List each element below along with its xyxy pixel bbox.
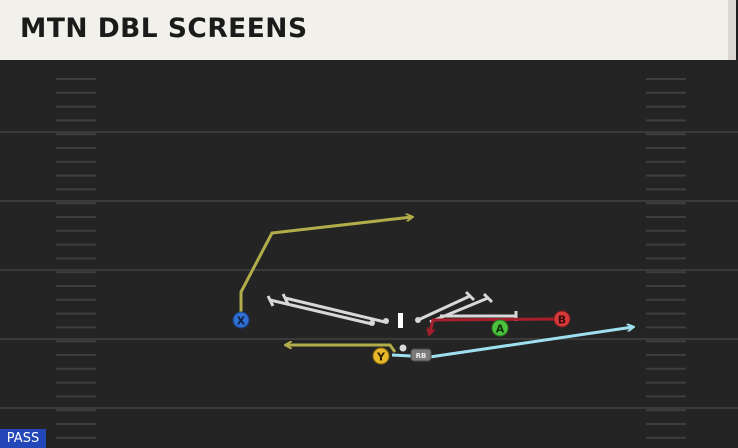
blocking-lines (266, 290, 518, 326)
player-y-label: Y (376, 351, 386, 364)
title-bar: MTN DBL SCREENS (0, 0, 736, 60)
block-path-left-tackle (269, 298, 373, 326)
play-type-badge: PASS (0, 429, 46, 448)
lineman-marker (383, 318, 389, 324)
lineman-marker (369, 320, 375, 326)
player-x-label: X (237, 315, 246, 328)
center-marker (398, 313, 403, 328)
hash-marks (56, 78, 686, 439)
route-x (239, 217, 412, 318)
play-field: X Y A B RB (0, 62, 738, 448)
lineman-marker (415, 317, 421, 323)
play-diagram: X Y A B RB (0, 78, 738, 439)
player-b: B (553, 310, 571, 328)
player-rb: RB (410, 348, 432, 362)
block-cap (266, 295, 275, 307)
block-path-right-2 (429, 296, 489, 324)
play-title: MTN DBL SCREENS (20, 13, 308, 44)
block-path-left-guard (284, 296, 386, 324)
player-y: Y (372, 347, 390, 365)
player-rb-label: RB (416, 352, 427, 360)
title-bar-accent (728, 0, 736, 60)
block-cap (482, 292, 494, 304)
player-b-label: B (558, 314, 566, 327)
block-cap (464, 290, 476, 302)
route-b (430, 317, 563, 332)
route-y (286, 345, 397, 353)
qb-marker (399, 344, 407, 352)
player-x: X (232, 311, 250, 329)
block-cap (281, 293, 290, 305)
player-a-label: A (496, 323, 505, 336)
player-a: A (491, 319, 509, 337)
offensive-line (369, 313, 421, 352)
block-path-right-1 (417, 294, 471, 322)
yard-lines (0, 131, 738, 409)
